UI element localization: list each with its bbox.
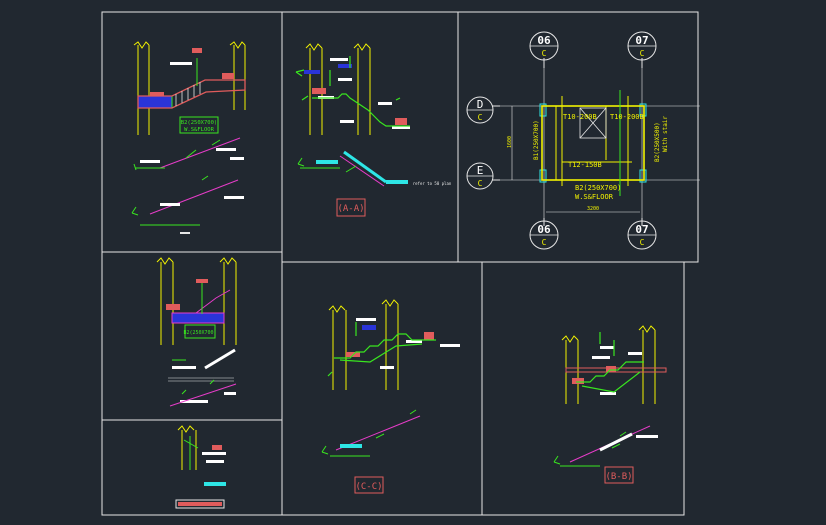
panel2-note: refer to 50 plan	[413, 181, 452, 186]
svg-text:C: C	[640, 49, 645, 58]
grid-bubble-left-d: D C	[466, 96, 494, 124]
plan-beam-top-right: T10-200B	[610, 113, 644, 121]
plan-beam-right-v: B2(250X500)	[654, 122, 661, 162]
svg-text:C: C	[542, 49, 547, 58]
plan-right-note: With stair	[662, 115, 669, 152]
panel-plan: T10-200B T10-200B T12-150B B1(250X700) B…	[466, 31, 700, 250]
svg-text:D: D	[477, 98, 484, 111]
svg-text:C: C	[640, 238, 645, 247]
panel1-label-line2: W.S&FLOOR	[184, 127, 214, 133]
plan-beam-left-v: B1(250X700)	[533, 120, 540, 160]
grid-bubble-top-right: 07 C	[627, 31, 657, 61]
frame-panel-stair-3	[101, 419, 283, 516]
panel-section-cc: (C-C)	[321, 299, 460, 494]
panel-stair-2: B2(250X700)	[156, 257, 237, 407]
panel4-label: B2(250X700)	[183, 330, 216, 336]
svg-text:C: C	[478, 179, 483, 188]
panel-section-bb: (B-B)	[553, 325, 667, 484]
svg-text:E: E	[477, 164, 484, 177]
plan-dim-left: 1600	[507, 136, 513, 148]
panel7-title: (B-B)	[605, 472, 632, 482]
grid-bubble-left-e: E C	[466, 162, 494, 190]
svg-text:C: C	[478, 113, 483, 122]
svg-text:06: 06	[537, 223, 551, 236]
panel2-title: (A-A)	[337, 204, 364, 214]
grid-bubble-bottom-right: 07 C	[627, 220, 657, 250]
plan-dim-bottom: 3200	[587, 206, 599, 212]
svg-text:07: 07	[635, 34, 648, 47]
svg-text:06: 06	[537, 34, 551, 47]
svg-text:07: 07	[635, 223, 648, 236]
panel-section-aa: refer to 50 plan (A-A)	[295, 43, 452, 217]
frame-panel-stair-2	[101, 251, 283, 421]
panel6-title: (C-C)	[355, 482, 382, 492]
panel-stair-1: B2(250X700) W.S&FLOOR	[131, 41, 246, 234]
svg-text:C: C	[542, 238, 547, 247]
grid-bubble-top-left: 06 C	[529, 31, 559, 61]
frame-panel-section-bb	[481, 261, 685, 516]
grid-bubble-bottom-left: 06 C	[529, 220, 559, 250]
panel-frames	[101, 11, 699, 516]
plan-beam-mid: T12-150B	[568, 161, 602, 169]
plan-beam-top-left: T10-200B	[563, 113, 597, 121]
plan-floor-label: W.S&FLOOR	[575, 193, 614, 201]
panel-stair-3	[175, 425, 226, 509]
plan-beam-bottom: B2(250X700)	[575, 184, 621, 192]
panel1-label-line1: B2(250X700)	[181, 120, 217, 126]
